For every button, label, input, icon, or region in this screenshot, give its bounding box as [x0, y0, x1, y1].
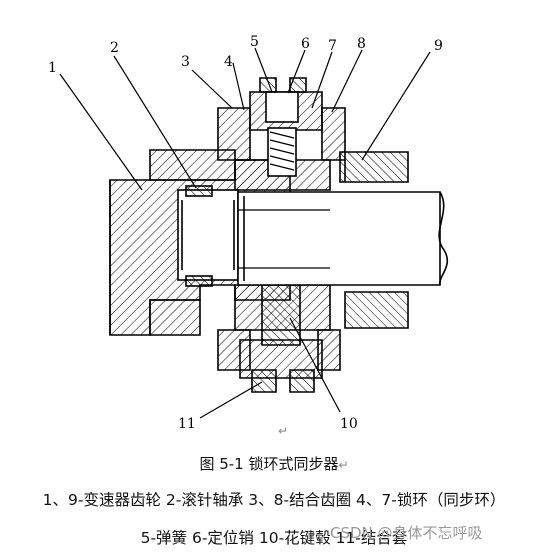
right-gear-body [339, 151, 409, 329]
main-shaft [237, 191, 449, 286]
figure-title: 图 5-1 锁环式同步器 [199, 455, 339, 473]
label-part-10: 10 [340, 416, 358, 432]
label-part-9: 9 [434, 38, 443, 54]
synchronizer-cross-section-drawing: 1 2 3 4 5 6 7 8 9 11 10 ↵ [48, 34, 449, 438]
watermark: CSDN @身体不忘呼吸 [330, 524, 483, 542]
label-part-7: 7 [328, 38, 337, 54]
return-mark-title: ↵ [338, 458, 349, 472]
label-part-11: 11 [178, 416, 196, 432]
figure-caption: 图 5-1 锁环式同步器↵ [0, 453, 548, 474]
part-number-labels: 1 2 3 4 5 6 7 8 9 11 10 ↵ [48, 34, 443, 438]
needle-bearing [177, 185, 239, 287]
label-part-6: 6 [301, 36, 310, 52]
lower-synchro-assembly [217, 329, 341, 393]
label-part-4: 4 [224, 54, 233, 70]
leader-lines [59, 47, 431, 419]
label-part-2: 2 [110, 40, 119, 56]
legend-line-1: 1、9-变速器齿轮 2-滚针轴承 3、8-结合齿圈 4、7-锁环（同步环） [42, 491, 506, 509]
label-part-1: 1 [48, 60, 57, 76]
label-part-5: 5 [250, 34, 259, 50]
label-part-8: 8 [357, 36, 366, 52]
return-mark: ↵ [278, 424, 288, 438]
label-part-3: 3 [181, 54, 190, 70]
legend-line-2: 5-弹簧 6-定位销 10-花键毂 11-结合套 [140, 529, 408, 547]
